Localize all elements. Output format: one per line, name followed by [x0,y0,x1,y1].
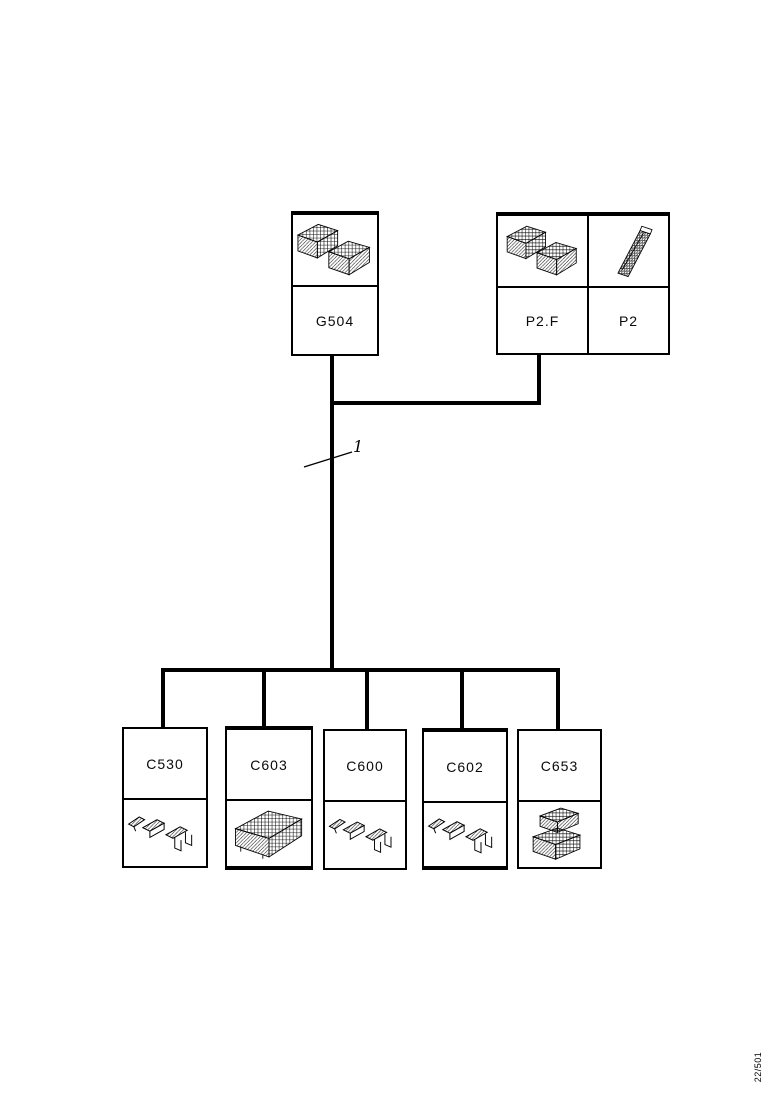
p2f-connector-illustration [498,216,587,288]
terminal-chain-icon [326,808,404,862]
panel-connector-icon [590,222,668,280]
connector-label-c600: C600 [325,731,405,802]
c653-connector-illustration [519,802,600,867]
connector-box-c603[interactable]: C603 [225,726,313,870]
connector-label-c653: C653 [519,731,600,802]
connector-label-c602: C602 [424,732,506,803]
terminal-chain-icon [425,808,505,862]
connector-label-c603: C603 [227,730,311,801]
dual-connector-icon [294,220,376,280]
page-doc-number: 22/501 [753,1051,763,1083]
connector-box-c602[interactable]: C602 [422,728,508,870]
callout-leader-line [303,451,353,468]
connector-box-p2-group[interactable]: P2.F P2 [496,212,670,355]
connector-box-c600[interactable]: C600 [323,729,407,870]
connector-label-p2: P2 [618,312,639,329]
p2-connector-illustration [589,216,668,288]
stacked-connector-icon [521,805,599,865]
g504-connector-illustration [293,215,377,287]
connector-box-c653[interactable]: C653 [517,729,602,869]
connector-label-p2f: P2.F [525,312,560,329]
c602-connector-illustration [424,803,506,866]
dual-connector-icon [502,222,584,280]
connector-box-c530[interactable]: C530 [122,727,208,868]
connector-box-g504[interactable]: G504 [291,211,379,356]
c600-connector-illustration [325,802,405,868]
connector-label-c530: C530 [124,729,206,800]
c530-connector-illustration [124,800,206,866]
harness-callout-1[interactable]: 1 [353,437,364,456]
c603-connector-illustration [227,801,311,866]
multi-pin-block-icon [228,804,310,864]
connector-label-g504: G504 [315,312,355,329]
terminal-chain-icon [125,806,205,860]
